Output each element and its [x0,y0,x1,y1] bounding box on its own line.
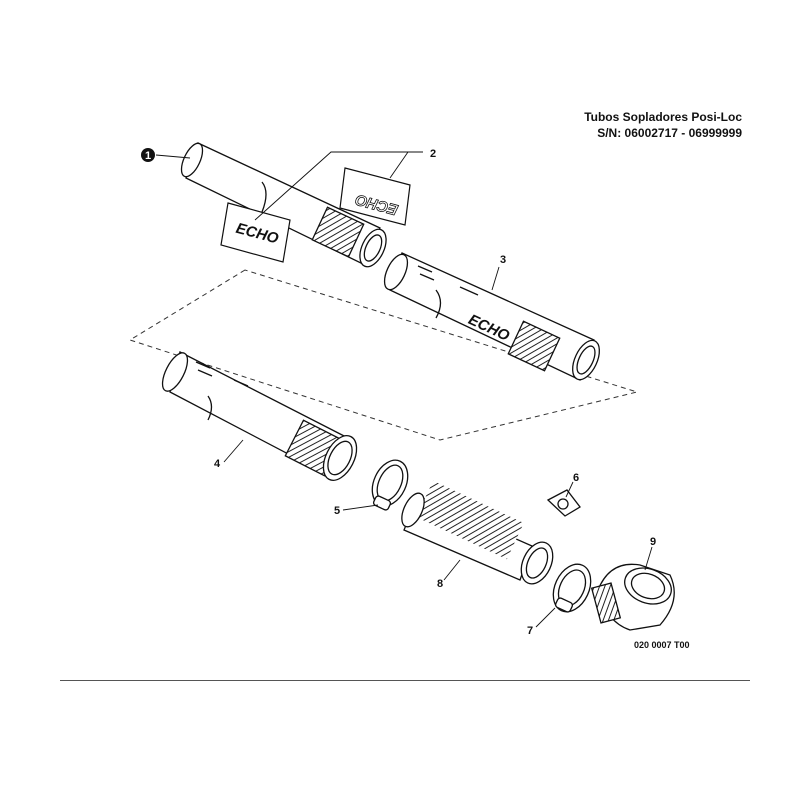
leader-line-5 [342,504,379,511]
callout-8: 8 [437,578,443,590]
diagram-title: Tubos Sopladores Posi-Loc [584,110,742,124]
leader-line-2a [254,151,423,221]
leader-line-9 [644,546,653,571]
callout-5: 5 [334,505,340,517]
callout-1: 1 [145,150,151,162]
part-4-lower-blower-pipe [161,351,358,481]
callout-1-marker [141,148,155,162]
leader-line-2b [389,151,409,179]
callout-4: 4 [214,458,221,470]
callout-3: 3 [500,254,506,266]
part-6-wing-nut [546,489,581,517]
assembly-outline [128,269,639,441]
leader-line-6 [565,481,574,498]
part-1-upper-blower-pipe [180,142,387,268]
part-7-hose-clamp [552,563,592,613]
part-9-elbow-joint [590,563,675,631]
leader-line-7 [535,607,556,628]
part-2-echo-decal-right: ECHO [339,167,411,226]
callout-9: 9 [650,536,656,548]
callout-7: 7 [527,625,533,637]
part-2-echo-decal-left: ECHO [220,202,291,263]
leader-line-8 [443,559,461,581]
part-8-flex-hose [401,480,554,585]
callout-6: 6 [573,472,579,484]
diagram-reference-code: 020 0007 T00 [634,640,690,650]
page-divider [60,680,750,681]
serial-range: S/N: 06002717 - 06999999 [597,126,742,140]
callout-2: 2 [430,148,436,160]
leader-line-1 [155,154,191,159]
leader-line-4 [223,439,244,463]
part-3-middle-blower-pipe: ECHO [383,252,600,381]
part-5-hose-clamp [371,459,409,511]
leader-line-3 [491,266,500,291]
